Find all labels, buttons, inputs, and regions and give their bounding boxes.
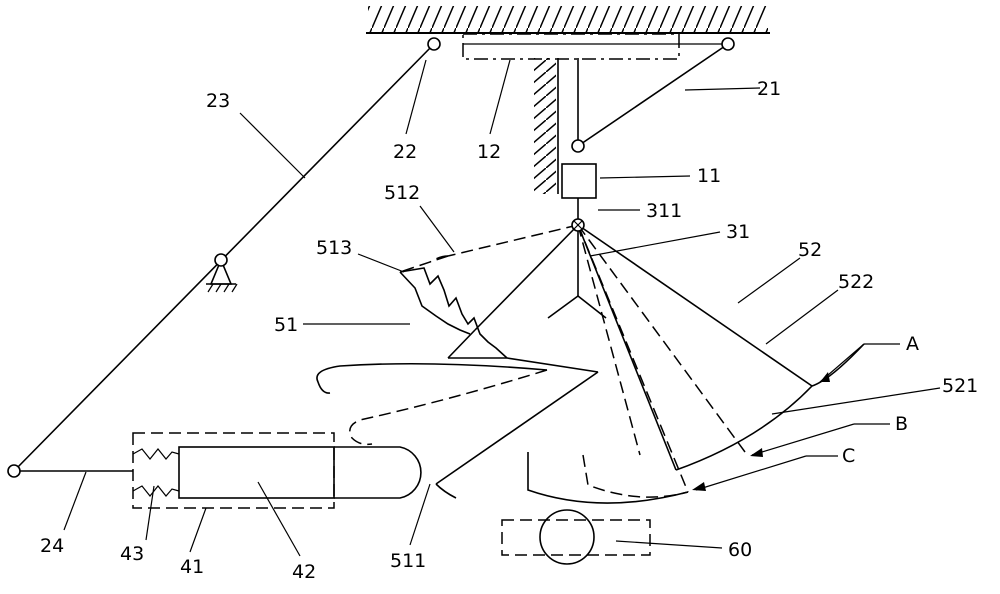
label-51: 51 [274, 314, 298, 336]
label-42: 42 [292, 561, 316, 583]
label-23: 23 [206, 90, 230, 112]
label-311: 311 [646, 200, 682, 222]
claw-512 [429, 255, 449, 263]
hinge-22 [427, 37, 441, 51]
link-522 [577, 224, 813, 387]
hinge-21 [571, 139, 585, 153]
label-C: C [842, 445, 855, 467]
label-521: 521 [942, 375, 978, 397]
piston-42 [178, 446, 335, 499]
label-A: A [906, 333, 919, 355]
label-12: 12 [477, 141, 501, 163]
hinge-right [721, 37, 735, 51]
label-11: 11 [697, 165, 721, 187]
label-512: 512 [384, 182, 420, 204]
label-31: 31 [726, 221, 750, 243]
label-41: 41 [180, 556, 204, 578]
chute-521 [527, 343, 865, 504]
rail-12 [462, 33, 680, 60]
vertical-wall [534, 58, 559, 194]
dashed-positions [447, 224, 746, 493]
label-21: 21 [757, 78, 781, 100]
hinge-24 [7, 464, 21, 478]
claw-teeth-513 [399, 267, 508, 359]
leader-lines [63, 59, 941, 557]
arrowheads [692, 372, 830, 491]
label-43: 43 [120, 543, 144, 565]
arm-51 [316, 255, 599, 499]
label-513: 513 [316, 237, 352, 259]
bin-60 [501, 509, 651, 565]
link-21 [577, 43, 729, 147]
label-B: B [895, 413, 908, 435]
label-24: 24 [40, 535, 64, 557]
ground-pivot [206, 253, 238, 293]
label-522: 522 [838, 271, 874, 293]
cylinder-41 [132, 432, 422, 509]
label-60: 60 [728, 539, 752, 561]
ceiling [366, 6, 770, 34]
spring-43 [132, 448, 180, 497]
slider-11 [561, 163, 597, 199]
label-52: 52 [798, 239, 822, 261]
label-22: 22 [393, 141, 417, 163]
label-511: 511 [390, 550, 426, 572]
